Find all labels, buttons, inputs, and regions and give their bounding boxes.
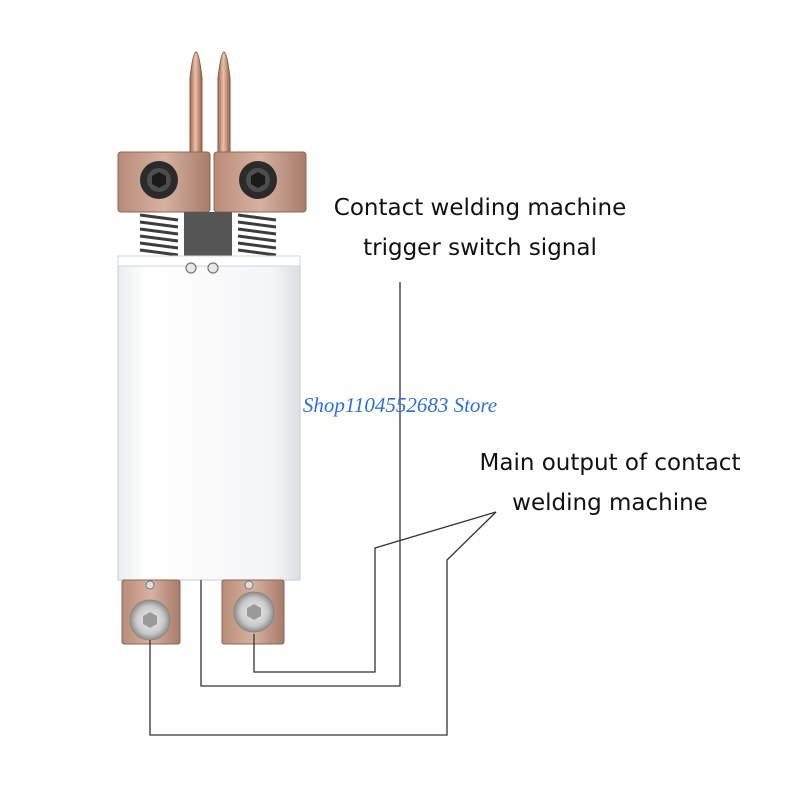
store-watermark: Shop1104552683 Store	[302, 393, 498, 417]
output-label-line2: welding machine	[512, 490, 708, 516]
small-screw-icon	[185, 262, 219, 274]
trigger-signal-wire	[200, 282, 401, 687]
hex-socket-screw-icon	[239, 161, 277, 199]
spring-gap	[184, 212, 232, 260]
hex-socket-screw-icon	[233, 591, 275, 633]
main-output-wires	[149, 511, 497, 736]
output-label-line1: Main output of contact	[479, 450, 741, 476]
spring-icon	[237, 213, 277, 257]
welding-pen-body	[117, 255, 301, 581]
hex-socket-screw-icon	[140, 161, 178, 199]
trigger-label-line2: trigger switch signal	[363, 235, 597, 261]
spring-icon	[139, 213, 179, 257]
hex-socket-screw-icon	[129, 599, 171, 641]
trigger-label-line1: Contact welding machine	[333, 195, 627, 221]
electrode-tip-icon	[189, 51, 231, 156]
